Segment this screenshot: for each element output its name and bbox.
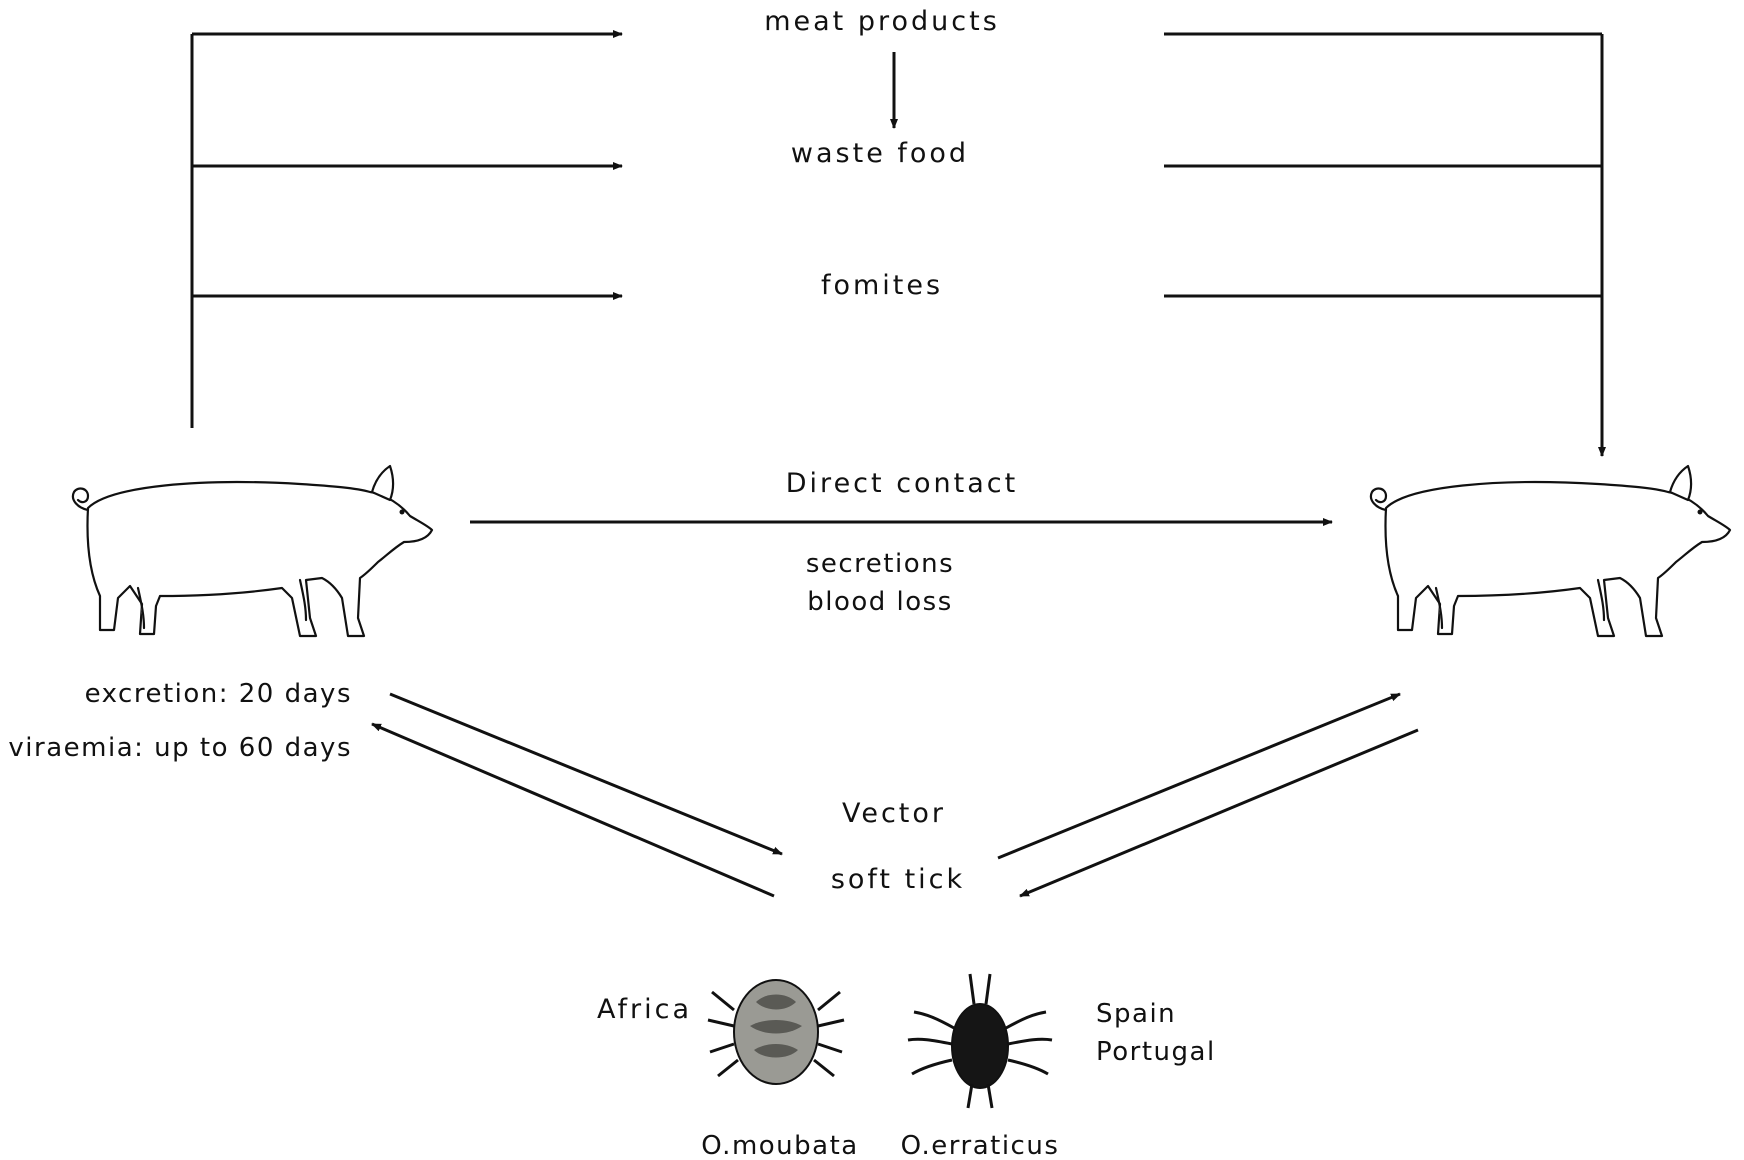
label-spain: Spain — [1096, 999, 1176, 1029]
o-moubata-tick-image — [708, 980, 844, 1084]
vector-arrows: Vector soft tick — [372, 694, 1418, 896]
direct-contact: Direct contact secretions blood loss — [470, 468, 1332, 617]
label-portugal: Portugal — [1096, 1037, 1216, 1067]
label-viraemia: viraemia: up to 60 days — [8, 733, 352, 763]
arrow-vector-to-recipient — [998, 694, 1400, 858]
label-direct-contact: Direct contact — [786, 468, 1018, 499]
label-waste-food: waste food — [791, 138, 969, 169]
label-soft-tick: soft tick — [831, 864, 965, 895]
donor-durations: excretion: 20 days viraemia: up to 60 da… — [8, 679, 352, 763]
donor-pig-image — [73, 466, 432, 636]
arrow-vector-to-donor — [372, 724, 774, 896]
recipient-pig-image — [1371, 466, 1730, 636]
label-africa: Africa — [597, 994, 692, 1025]
indirect-flows: meat products waste food fomites — [192, 6, 1602, 456]
o-erraticus-tick-image — [908, 974, 1052, 1108]
label-o-erraticus: O.erraticus — [901, 1131, 1060, 1160]
label-excretion: excretion: 20 days — [85, 679, 352, 709]
label-secretions: secretions — [806, 549, 954, 579]
label-o-moubata: O.moubata — [701, 1131, 858, 1160]
arrow-recipient-to-vector — [1020, 730, 1418, 896]
tick-species: Africa Spain Portugal O.moubata O.errati… — [597, 974, 1216, 1160]
label-fomites: fomites — [821, 270, 943, 301]
label-vector: Vector — [842, 798, 946, 829]
arrow-donor-to-vector — [390, 694, 782, 854]
label-meat-products: meat products — [764, 6, 1000, 37]
label-blood-loss: blood loss — [807, 587, 953, 617]
